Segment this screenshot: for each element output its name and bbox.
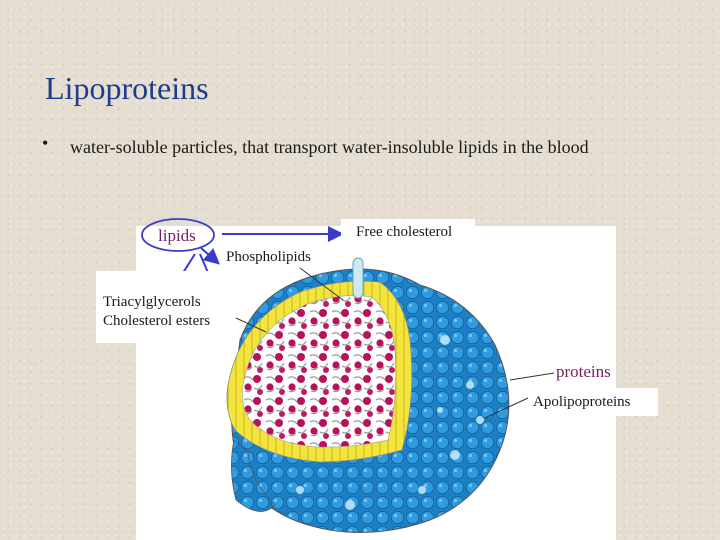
pointer-phospholipids [299,267,344,301]
triacylglycerols-cholesterol-esters-box: Triacylglycerols Cholesterol esters [96,271,234,343]
free-cholesterol-label: Free cholesterol [341,219,475,247]
bullet-text: water-soluble particles, that transport … [70,137,589,157]
protein-dots [296,335,484,510]
lipids-label: lipids [158,226,196,245]
cholesterol-esters-label: Cholesterol esters [103,313,211,329]
bullet-marker: • [42,133,49,153]
pointer-apolipoproteins [484,397,529,419]
proteins-label: proteins [556,362,611,381]
pointer-cholesterol-esters [235,317,267,333]
arrow-to-phospholipids [200,247,221,265]
particle-tail [231,439,276,512]
triacylglycerols-label: Triacylglycerols [103,294,201,310]
lipids-ellipse [141,218,215,252]
apolipoproteins-label: Apolipoproteins [528,388,658,416]
lipid-core [242,295,396,448]
phospholipids-label: Phospholipids [224,249,314,267]
pointer-proteins [509,372,555,381]
free-cholesterol-marker [352,257,364,299]
slide-title: Lipoproteins [45,70,209,106]
